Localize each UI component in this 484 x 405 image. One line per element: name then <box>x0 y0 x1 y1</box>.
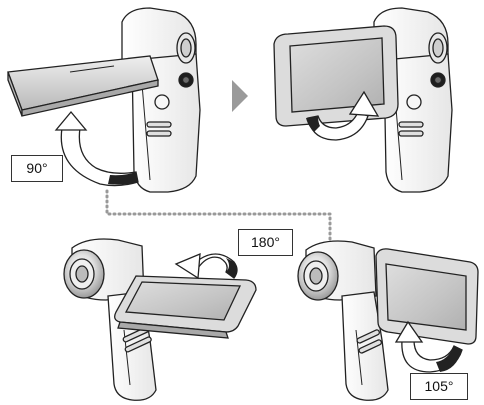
step-screen-rotated-180 <box>63 238 257 401</box>
lcd-panel-closed-face <box>7 55 159 117</box>
right-triangle-arrow-icon <box>232 80 248 112</box>
angle-label-90: 90° <box>11 155 63 182</box>
curved-rotate-arrow-icon <box>54 110 139 187</box>
camcorder-icon <box>373 7 453 193</box>
dotted-connector <box>105 189 332 246</box>
curved-rotate-arrow-icon <box>306 90 380 141</box>
angle-label-180: 180° <box>238 229 293 256</box>
lcd-screen <box>114 275 257 339</box>
step-panel-open-90 <box>7 7 201 193</box>
camcorder-icon <box>63 238 157 401</box>
curved-rotate-arrow-icon <box>394 320 463 373</box>
camcorder-icon <box>121 7 201 193</box>
step-screen-tilted-105 <box>297 240 479 401</box>
angle-label-105: 105° <box>410 373 468 400</box>
lcd-screen <box>375 248 479 345</box>
camcorder-icon <box>297 240 389 401</box>
curved-rotate-arrow-icon <box>174 252 238 280</box>
lcd-screen <box>273 25 399 127</box>
step-screen-facing <box>273 7 453 193</box>
